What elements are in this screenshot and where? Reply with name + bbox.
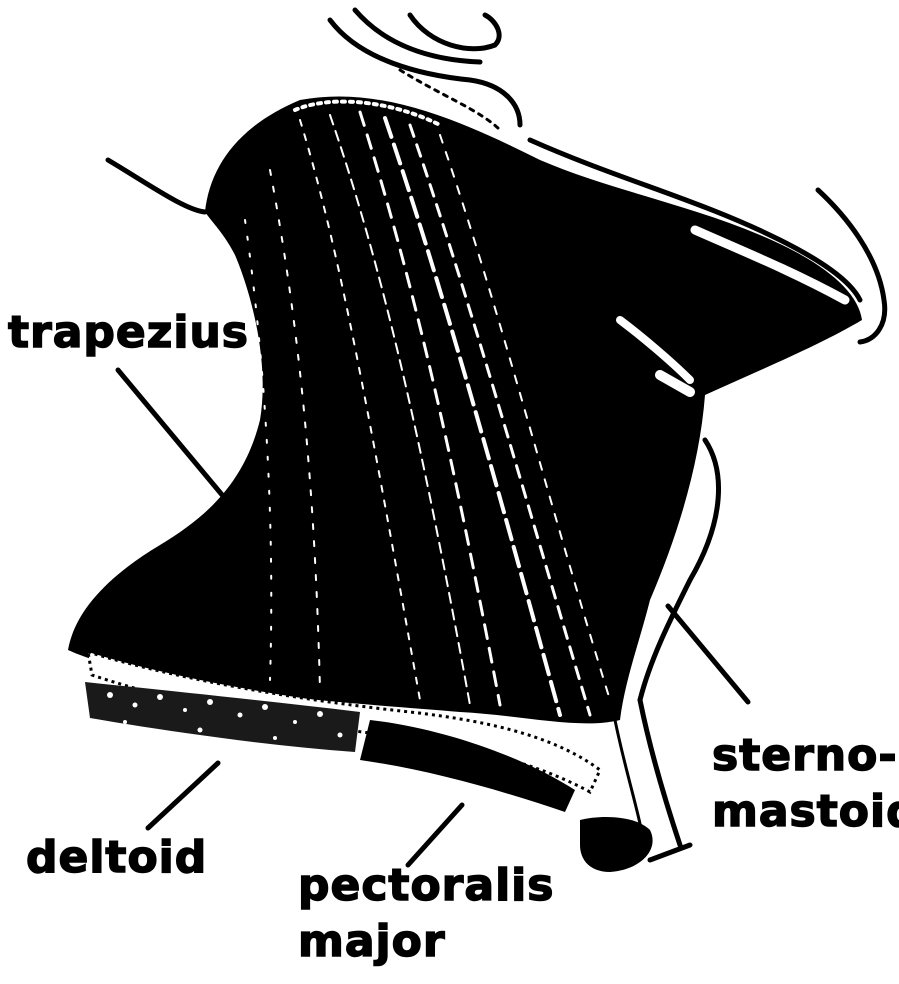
label-trapezius: trapezius: [8, 305, 249, 361]
label-pectoralis-line2: major: [298, 914, 554, 970]
back-contour: [108, 160, 205, 212]
label-sternomastoid: sterno- mastoid: [712, 728, 899, 840]
label-deltoid: deltoid: [26, 830, 207, 886]
leader-pectoralis: [408, 805, 462, 865]
label-pectoralis-major: pectoralis major: [298, 858, 554, 970]
neck-muscle-mass: [68, 96, 862, 723]
leader-trapezius: [118, 370, 228, 502]
label-sternomastoid-line2: mastoid: [712, 784, 899, 840]
leader-sternomastoid: [668, 606, 748, 702]
leader-deltoid: [148, 763, 218, 828]
label-pectoralis-line1: pectoralis: [298, 858, 554, 914]
label-sternomastoid-line1: sterno-: [712, 728, 899, 784]
